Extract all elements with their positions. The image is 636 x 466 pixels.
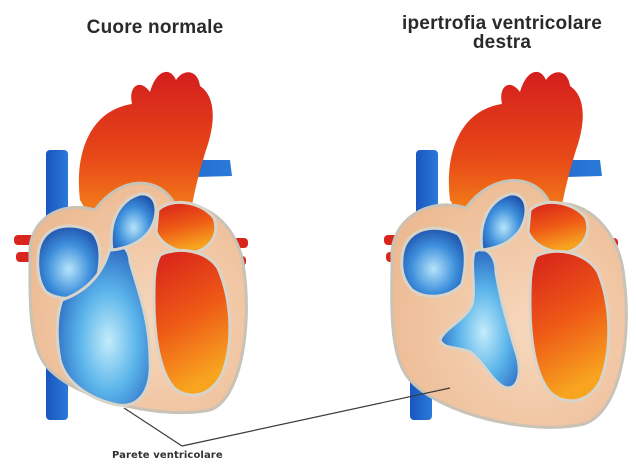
ventricular-wall-label: Parete ventricolare — [112, 450, 223, 461]
hypertrophy-heart-illustration — [384, 72, 626, 427]
normal-heart-illustration — [14, 72, 248, 420]
